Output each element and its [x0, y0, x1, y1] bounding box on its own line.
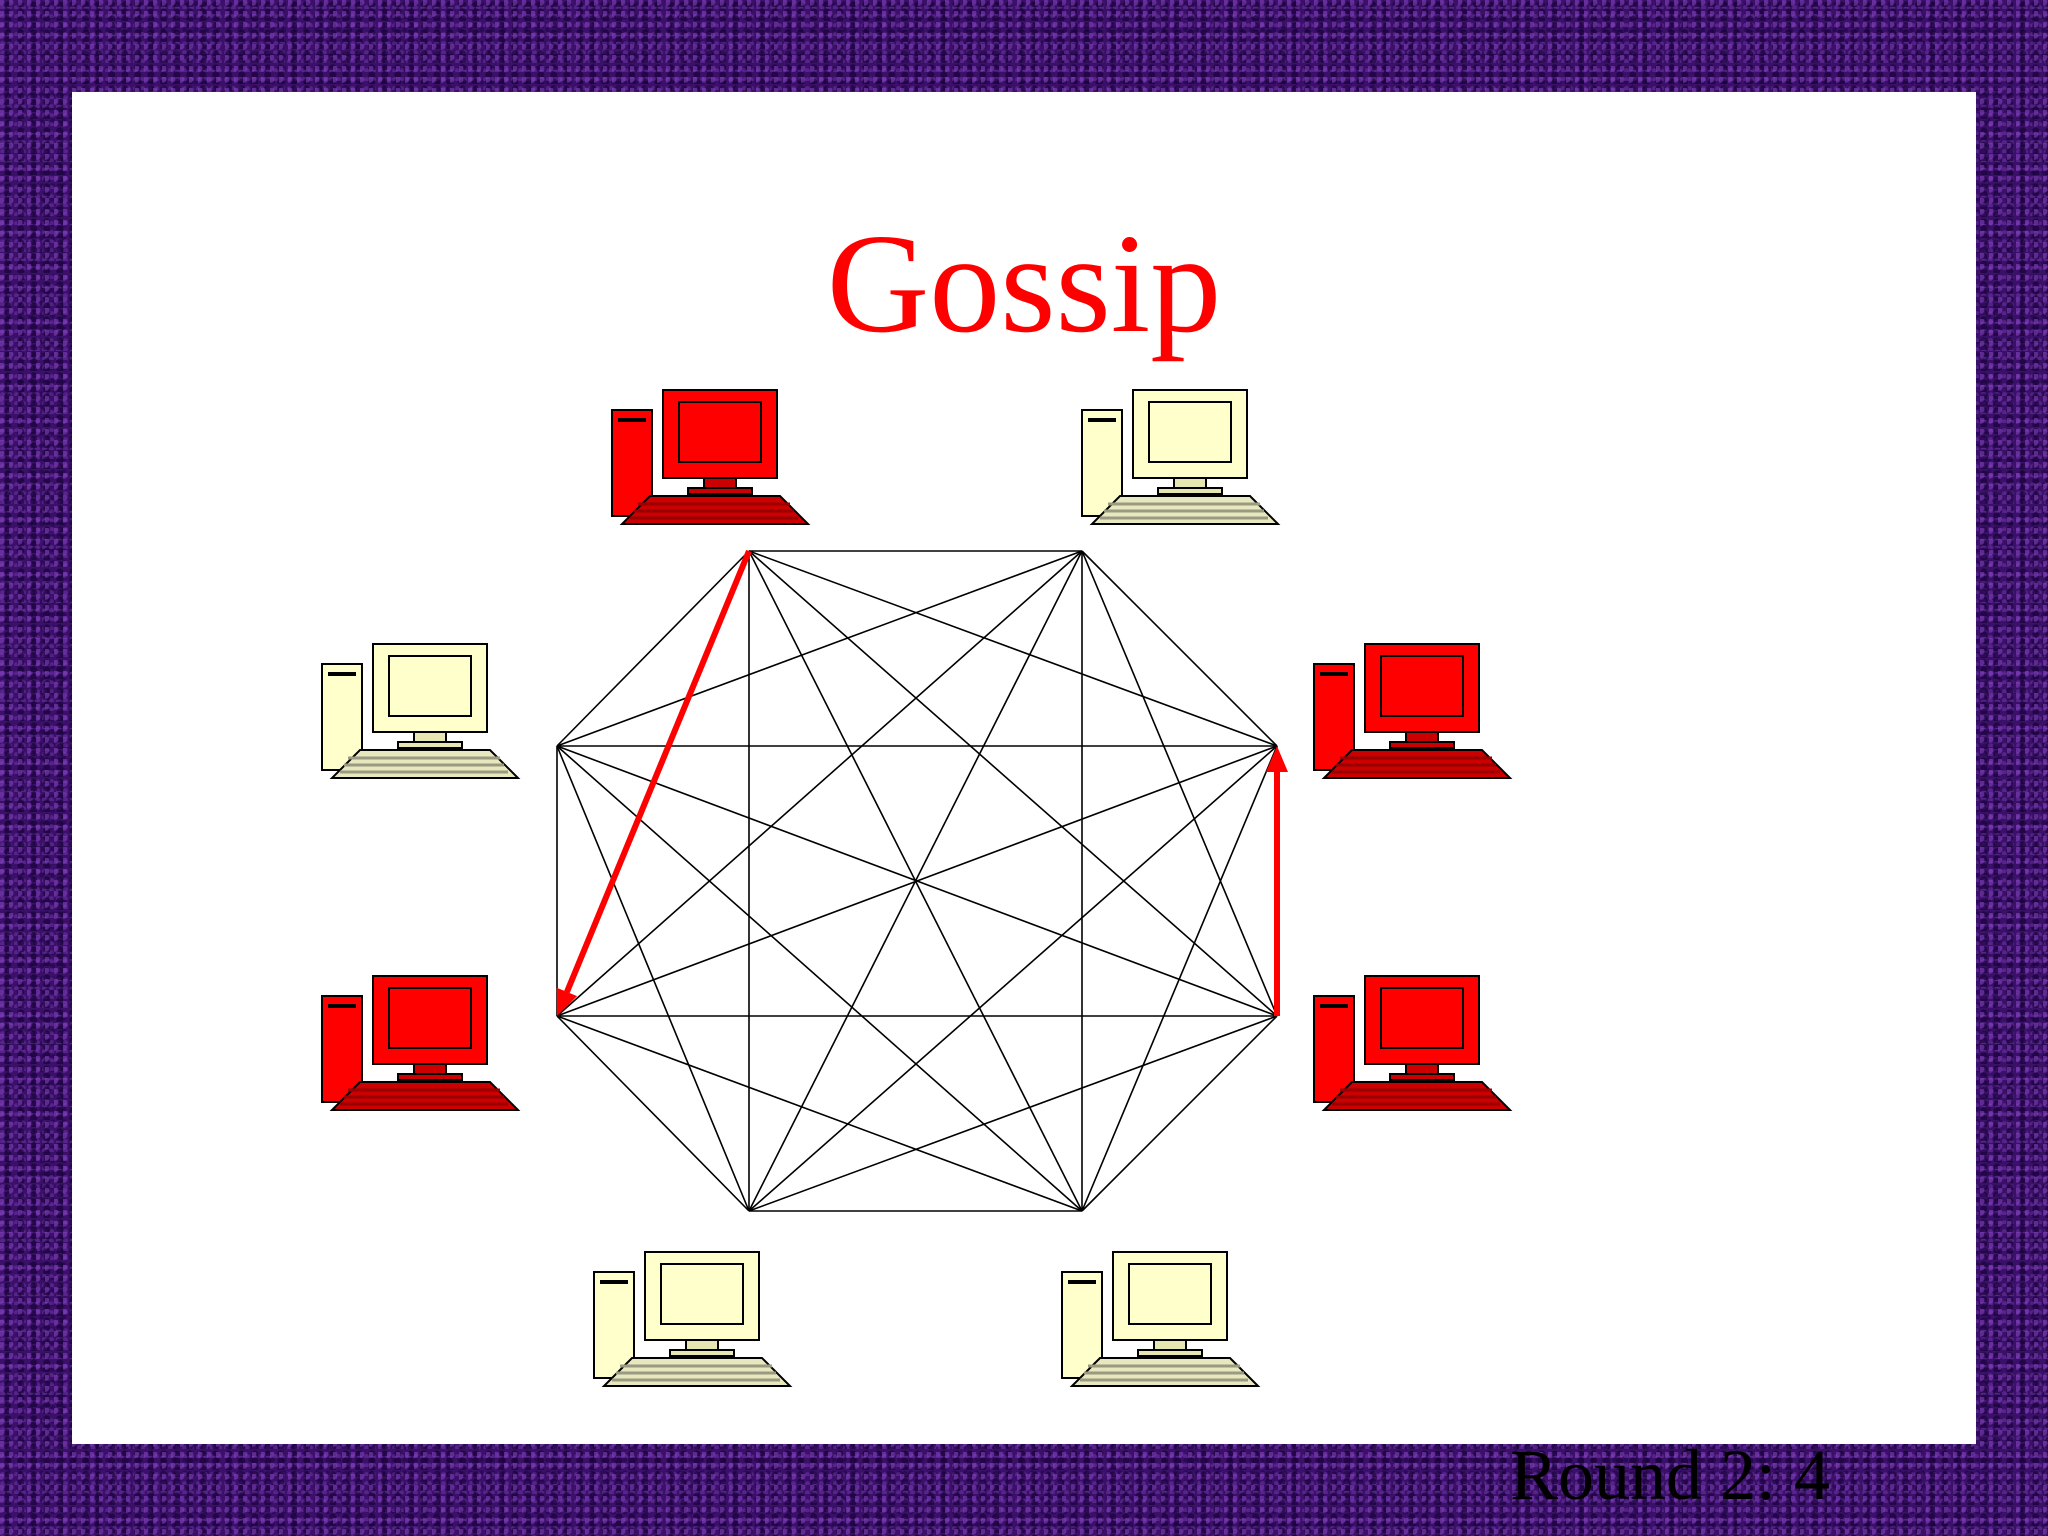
- network-edge: [556, 550, 1083, 1017]
- network-edge: [556, 745, 750, 1212]
- computer-icon: [321, 643, 521, 779]
- network-edge: [1081, 550, 1278, 1017]
- network-edge: [1081, 550, 1278, 747]
- network-edge: [748, 550, 1278, 747]
- gossip-network-diagram: [321, 389, 1513, 1387]
- network-edge: [748, 550, 1278, 1017]
- network-edge: [1081, 1015, 1278, 1212]
- slide-title: Gossip: [826, 204, 1222, 362]
- computer-icon: [1061, 1251, 1261, 1387]
- network-edge: [1081, 745, 1278, 1212]
- slide: Gossip Round 2: 4: [72, 92, 1976, 1511]
- computer-icon: [593, 1251, 793, 1387]
- computer-icon: [611, 389, 811, 525]
- computer-icon: [1313, 975, 1513, 1111]
- computer-icon: [1081, 389, 1281, 525]
- round-label: Round 2: 4: [1510, 1435, 1831, 1515]
- gossip-arrows: [556, 549, 1288, 1016]
- gossip-arrow: [556, 549, 752, 1016]
- gossip-arrow: [1266, 746, 1288, 1016]
- network-edge: [556, 550, 1083, 747]
- network-edge: [556, 550, 750, 747]
- network-edge: [556, 1015, 1083, 1212]
- network-edges: [556, 550, 1278, 1212]
- network-edge: [556, 745, 1278, 1017]
- network-edge: [556, 745, 1083, 1212]
- computer-icon: [1313, 643, 1513, 779]
- network-edge: [748, 1015, 1278, 1212]
- computers: [321, 389, 1513, 1387]
- computer-icon: [321, 975, 521, 1111]
- network-edge: [556, 1015, 750, 1212]
- network-edge: [748, 745, 1278, 1212]
